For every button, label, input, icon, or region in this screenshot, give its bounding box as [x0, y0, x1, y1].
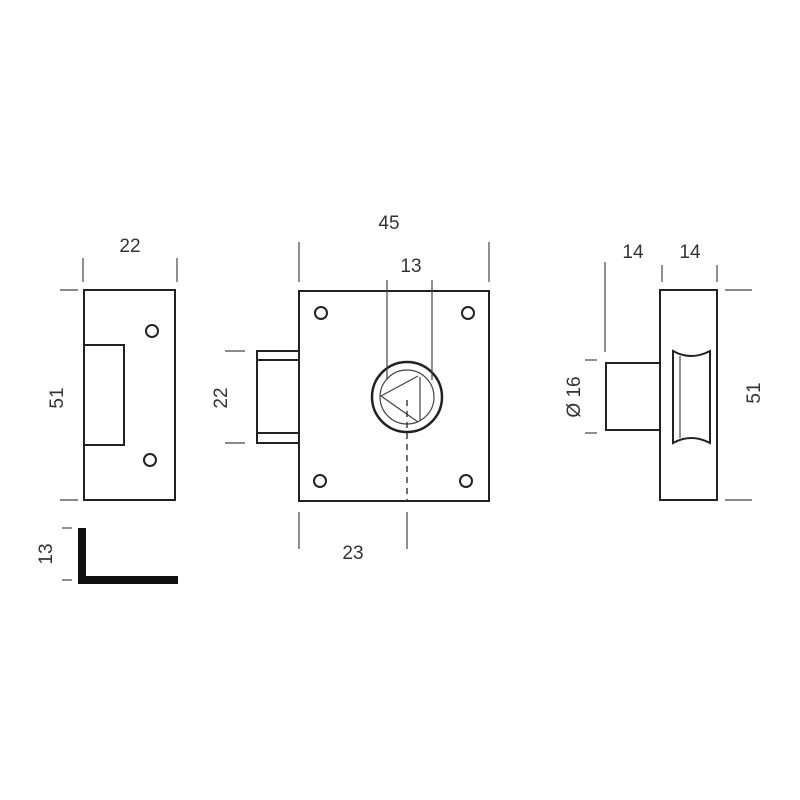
strike-plate-outline	[83, 289, 176, 501]
screw-hole	[459, 474, 473, 488]
lock-front-view: 45 13 22 23	[211, 213, 490, 564]
cylinder-width-dimension: 13	[400, 256, 421, 277]
body-depth-dimension: 14	[679, 242, 701, 263]
screw-hole	[461, 306, 475, 320]
screw-hole	[313, 474, 327, 488]
screw-hole	[314, 306, 328, 320]
strike-height-dimension: 51	[47, 387, 68, 408]
lock-side-view: 14 14 Ø 16 51	[564, 242, 765, 501]
lock-body-outline	[298, 290, 490, 502]
cylinder-rosette	[370, 360, 444, 434]
angle-strike-profile	[78, 528, 178, 584]
strike-opening	[83, 344, 125, 446]
triangle-key-icon	[379, 375, 419, 423]
bolt-height-dimension: 22	[211, 387, 232, 408]
angle-strike-view: 13	[36, 527, 178, 584]
knob-diameter-dimension: Ø 16	[564, 376, 585, 417]
knob-depth-dimension: 14	[622, 242, 644, 263]
bolt	[256, 350, 300, 444]
screw-hole	[145, 324, 159, 338]
recess	[672, 349, 711, 445]
lock-side-outline	[659, 289, 718, 501]
lock-width-dimension: 45	[378, 213, 399, 234]
screw-hole	[143, 453, 157, 467]
side-height-dimension: 51	[744, 382, 765, 403]
strike-plate-view: 22 51	[47, 236, 178, 501]
angle-strike-height-dimension: 13	[36, 543, 57, 564]
strike-width-dimension: 22	[119, 236, 140, 257]
cylinder-offset-dimension: 23	[342, 543, 363, 564]
knob-profile	[605, 362, 661, 431]
